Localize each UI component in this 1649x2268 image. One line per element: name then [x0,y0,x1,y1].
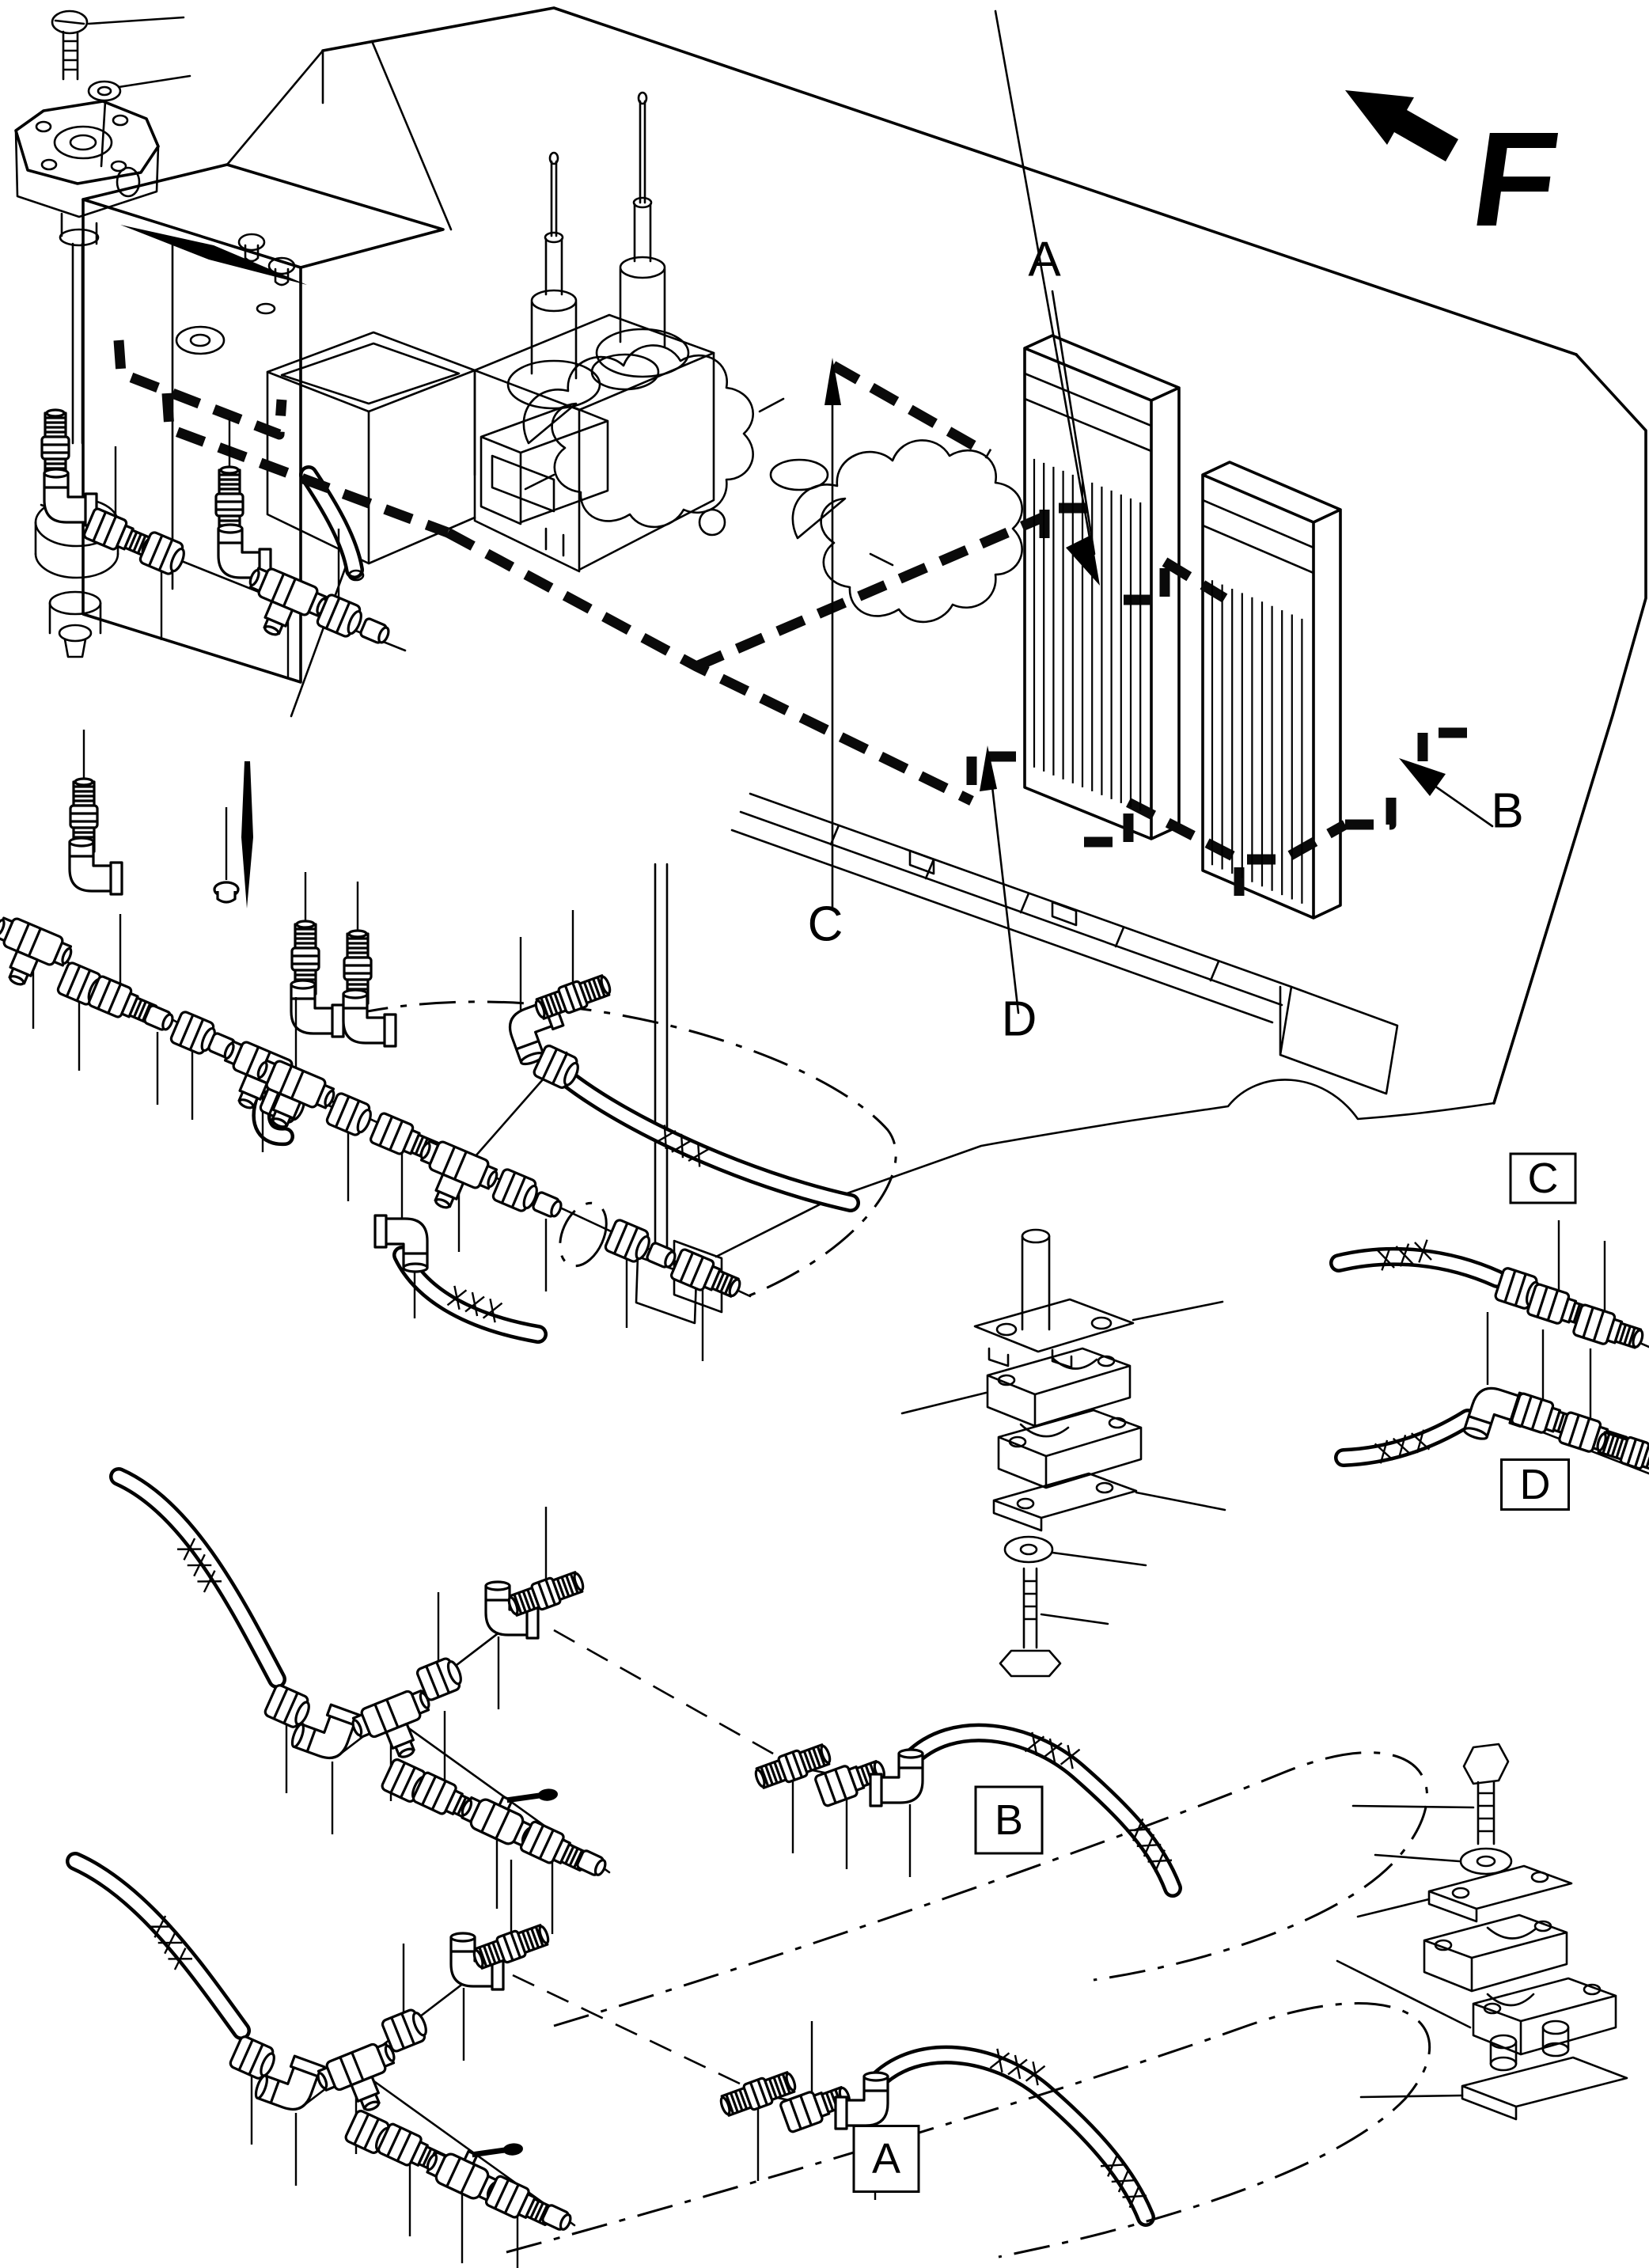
clamp-base-studs [1489,2020,1570,2072]
machine-body-outline [82,6,1647,1325]
arrowhead-b [1399,758,1446,796]
section-c-box [1509,1152,1577,1204]
fitting-sleeve [142,1003,176,1034]
callout-d: D [1002,992,1037,1047]
fitting-elbow [834,2071,889,2130]
view-indicator-label: F [1464,104,1567,255]
sender-body [14,100,160,247]
callout-labels-layer: A B C D C D B A [808,233,1577,2193]
pipe-clamp-assembly-1 [900,1228,1226,1678]
lasso-line-a [506,2002,1431,2259]
hoses [66,1068,1507,2227]
fitting-union [1571,1303,1648,1356]
fitting-elbow [342,988,397,1048]
fitting-sleeve [644,1240,679,1272]
breather-caps [237,233,296,315]
section-d: D [1520,1461,1551,1508]
filter-box [473,91,715,573]
engine [522,344,1023,624]
section-a-box [852,2125,920,2193]
fitting-elbow [68,836,123,896]
view-f-arrow [1345,90,1458,161]
lock-washer [87,80,122,102]
lasso-line-3 [351,1000,897,1299]
leader-washer [117,74,191,89]
arrowhead-a [1066,535,1100,586]
roof-edge [321,6,1578,356]
battery-box [266,331,476,718]
pipe-clamp-assembly-2 [1336,1743,1628,2121]
radiator-2 [1201,461,1342,920]
fitting-elbow [290,979,345,1038]
control-box [480,404,609,557]
section-a: A [872,2135,900,2183]
leader-lines [824,9,1494,1015]
fitting-nut [227,2034,280,2084]
section-b-box [974,1785,1044,1855]
fitting-sleeve [530,1189,565,1221]
fitting-nut [262,1682,315,1732]
frame-rails [730,792,1399,1095]
fitting-parts-layer [0,408,1649,2268]
arrowhead-c [824,358,841,405]
arrowhead-d [980,745,997,791]
fitting-sleeve [358,616,392,647]
body-right-edge [1492,353,1647,1105]
fitting-union [669,1246,746,1306]
fitting-sleeve [540,2202,574,2234]
filler-cap [175,325,226,355]
section-b: B [995,1796,1023,1844]
fitting-elbow [869,1748,924,1807]
callout-b: B [1491,784,1523,839]
leader-screw [87,16,185,25]
callout-c: C [808,897,843,952]
fuel-sender-unit [14,9,307,658]
direction-arrow-down [241,761,253,908]
radiator-core-hatch [1211,580,1303,904]
section-d-box [1500,1458,1570,1511]
fitting-elbow [43,468,98,527]
section-c: C [1528,1155,1559,1202]
direction-arrow-sender [120,225,307,285]
body-bottom-edge [828,1079,1495,1201]
callout-a: A [1028,233,1061,287]
screw-head [51,9,89,35]
radiator-core-hatch [1033,458,1142,811]
fitting-sleeve [574,1848,609,1879]
fuel-piping-dashed [113,339,1467,896]
fitting-plug [213,881,240,904]
sender-rod [71,242,84,445]
